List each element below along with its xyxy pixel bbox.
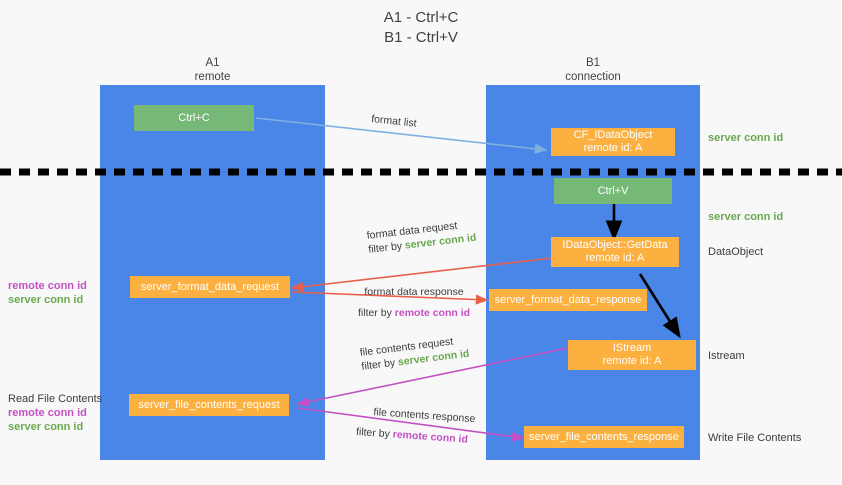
edge-label-file-contents-response: file contents response filter by remote … (356, 404, 476, 447)
title-line-1: A1 - Ctrl+C (383, 9, 459, 26)
edge-label-format-list: format list (371, 112, 418, 131)
box-format-data-request-label: server_format_data_request (140, 280, 280, 293)
box-cf-idataobject-line2: remote id: A (583, 142, 643, 154)
lane-b1-role: connection (565, 71, 621, 83)
note-conn-pair-1: remote conn id server conn id (8, 279, 87, 307)
note-server-conn-id-left-2: server conn id (8, 421, 84, 433)
edge-format-data-response-filter: filter by remote conn id (358, 306, 470, 320)
note-server-conn-id-left-1: server conn id (8, 294, 84, 306)
lane-a1-name: A1 (205, 57, 220, 69)
edge-file-contents-response-text: file contents response (373, 406, 476, 426)
page-title: A1 - Ctrl+C B1 - Ctrl+V (0, 8, 842, 48)
box-idataobject-getdata[interactable]: IDataObject::GetData remote id: A (551, 237, 679, 267)
box-istream-line1: IStream (612, 342, 652, 354)
edge-label-format-data-request: format data request filter by server con… (366, 217, 477, 257)
box-istream[interactable]: IStream remote id: A (568, 340, 696, 370)
box-ctrl-c[interactable]: Ctrl+C (134, 105, 254, 131)
edge-format-data-response-filter-prefix: filter by (358, 307, 395, 319)
note-istream: Istream (708, 350, 745, 362)
title-line-2: B1 - Ctrl+V (384, 29, 458, 46)
edge-format-data-response-text: format data response (364, 286, 464, 298)
note-dataobject: DataObject (708, 246, 764, 258)
edge-file-contents-response-filter: filter by remote conn id (356, 425, 475, 447)
edge-format-data-response-filter-value: remote conn id (394, 307, 471, 319)
box-cf-idataobject-line1: CF_IDataObject (573, 129, 653, 141)
edge-file-contents-response-filter-value: remote conn id (392, 428, 469, 446)
note-read-file-contents: Read File Contents (8, 393, 103, 405)
note-conn-pair-2: Read File Contents remote conn id server… (8, 392, 102, 434)
box-file-contents-request-label: server_file_contents_request (138, 398, 280, 411)
note-server-conn-id-1: server conn id (708, 132, 784, 144)
note-remote-conn-id-2: remote conn id (8, 407, 87, 419)
box-getdata-line2: remote id: A (585, 252, 645, 264)
edge-label-format-data-response: format data response filter by remote co… (358, 285, 470, 320)
box-ctrl-c-label: Ctrl+C (178, 111, 210, 124)
box-ctrl-v[interactable]: Ctrl+V (554, 178, 672, 204)
edge-format-data-request-filter-prefix: filter by (367, 239, 406, 256)
box-server-file-contents-response[interactable]: server_file_contents_response (524, 426, 684, 448)
box-server-format-data-response[interactable]: server_format_data_response (489, 289, 647, 311)
edge-format-list-text: format list (370, 112, 418, 130)
lane-header-a1: A1 remote (100, 56, 325, 84)
box-istream-line2: remote id: A (602, 355, 662, 367)
edge-file-contents-response-filter-prefix: filter by (355, 425, 394, 441)
box-server-file-contents-request[interactable]: server_file_contents_request (129, 394, 289, 416)
note-server-conn-id-2: server conn id (708, 211, 784, 223)
box-getdata-line1: IDataObject::GetData (562, 239, 668, 251)
lane-a1-role: remote (194, 71, 231, 83)
lane-b1-name: B1 (585, 57, 601, 69)
box-cf-idataobject[interactable]: CF_IDataObject remote id: A (551, 128, 675, 156)
note-write-file-contents: Write File Contents (708, 432, 802, 444)
edge-file-contents-request-filter-prefix: filter by (360, 356, 399, 373)
box-format-data-response-label: server_format_data_response (494, 293, 642, 306)
box-file-contents-response-label: server_file_contents_response (529, 430, 679, 443)
edge-label-file-contents-request: file contents request filter by server c… (359, 333, 470, 374)
note-remote-conn-id-1: remote conn id (8, 280, 87, 292)
box-server-format-data-request[interactable]: server_format_data_request (130, 276, 290, 298)
lane-header-b1: B1 connection (486, 56, 700, 84)
box-ctrl-v-label: Ctrl+V (597, 184, 629, 197)
